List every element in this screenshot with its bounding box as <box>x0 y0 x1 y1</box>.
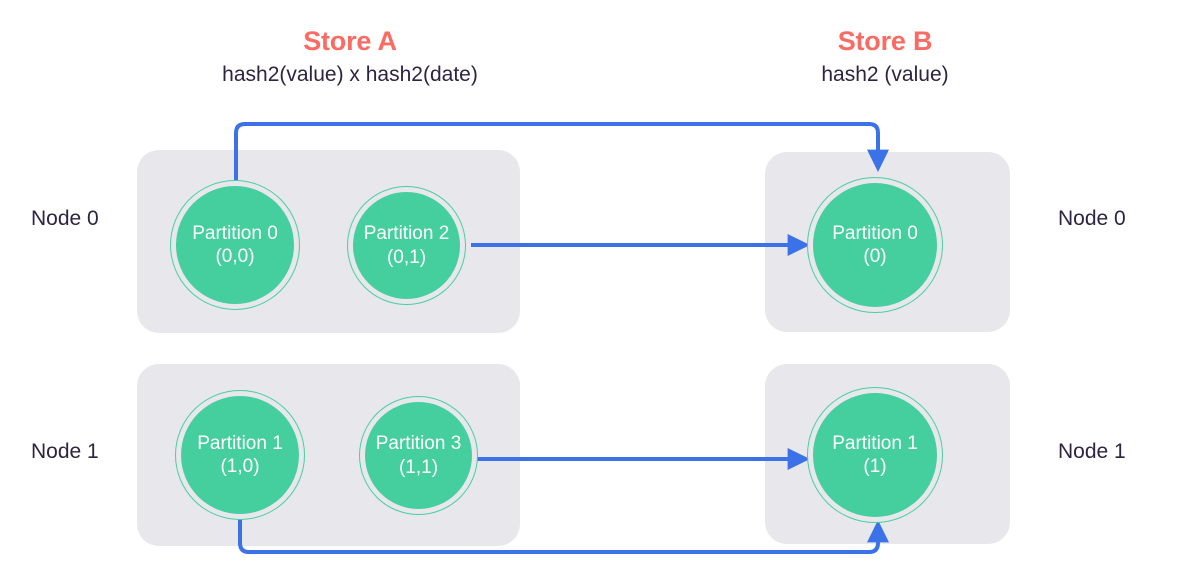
store-b-subtitle: hash2 (value) <box>821 63 949 87</box>
node-label-left-node-0: Node 0 <box>31 207 99 230</box>
partition-key: (1,1) <box>398 456 439 478</box>
partition-key: (1) <box>863 456 887 477</box>
store-b-title: Store B <box>837 26 933 56</box>
partition-3-1-1[interactable]: Partition 3 (1,1) <box>365 402 472 509</box>
partition-key: (0,1) <box>386 246 427 268</box>
partition-store-b-0[interactable]: Partition 0 (0) <box>813 183 937 307</box>
node-label-left-node-1: Node 1 <box>31 440 99 463</box>
store-a-subtitle: hash2(value) x hash2(date) <box>222 63 478 87</box>
partition-name: Partition 1 <box>832 432 918 454</box>
node-label-right-node-0: Node 0 <box>1058 207 1126 230</box>
partition-1-1-0[interactable]: Partition 1 (1,0) <box>181 396 299 514</box>
partition-name: Partition 0 <box>192 222 278 244</box>
partition-key: (1,0) <box>220 456 260 477</box>
partition-store-b-1[interactable]: Partition 1 (1) <box>813 393 937 517</box>
store-a-header: Store A hash2(value) x hash2(date) <box>130 26 570 89</box>
partition-name: Partition 2 <box>363 223 450 245</box>
store-a-title: Store A <box>303 26 397 56</box>
partition-key: (0) <box>863 246 887 267</box>
partition-key: (0,0) <box>215 246 255 267</box>
partition-0-0-0[interactable]: Partition 0 (0,0) <box>176 186 294 304</box>
partition-name: Partition 0 <box>832 222 918 244</box>
partition-name: Partition 3 <box>375 433 462 455</box>
store-b-header: Store B hash2 (value) <box>700 26 1070 89</box>
partition-2-0-1[interactable]: Partition 2 (0,1) <box>353 192 460 299</box>
partition-name: Partition 1 <box>197 432 283 454</box>
node-label-right-node-1: Node 1 <box>1058 440 1126 463</box>
